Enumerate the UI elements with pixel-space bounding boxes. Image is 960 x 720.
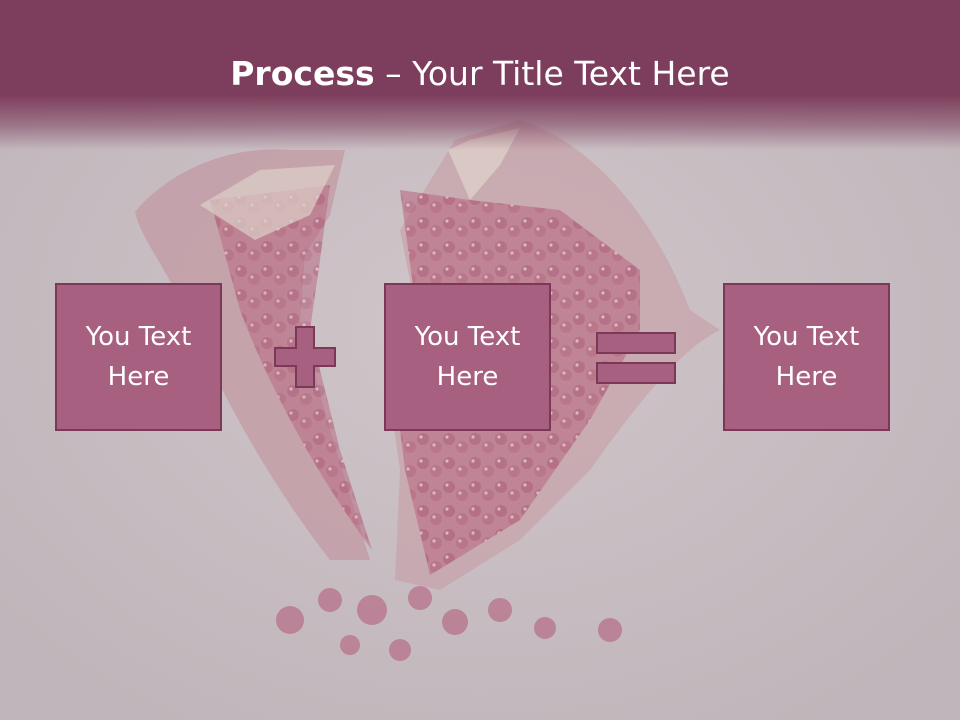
slide-title-rest: – Your Title Text Here (374, 54, 730, 93)
process-box-2[interactable]: You Text Here (384, 283, 551, 431)
slide-title: Process – Your Title Text Here (0, 52, 960, 96)
process-box-1-text: You Text Here (85, 322, 192, 392)
process-box-3[interactable]: You Text Here (723, 283, 890, 431)
process-box-1[interactable]: You Text Here (55, 283, 222, 431)
process-box-2-text: You Text Here (414, 322, 521, 392)
slide-title-bold: Process (230, 54, 375, 93)
plus-icon (274, 326, 336, 388)
equals-icon (596, 332, 676, 384)
process-box-3-text: You Text Here (753, 322, 860, 392)
title-band (0, 0, 960, 150)
